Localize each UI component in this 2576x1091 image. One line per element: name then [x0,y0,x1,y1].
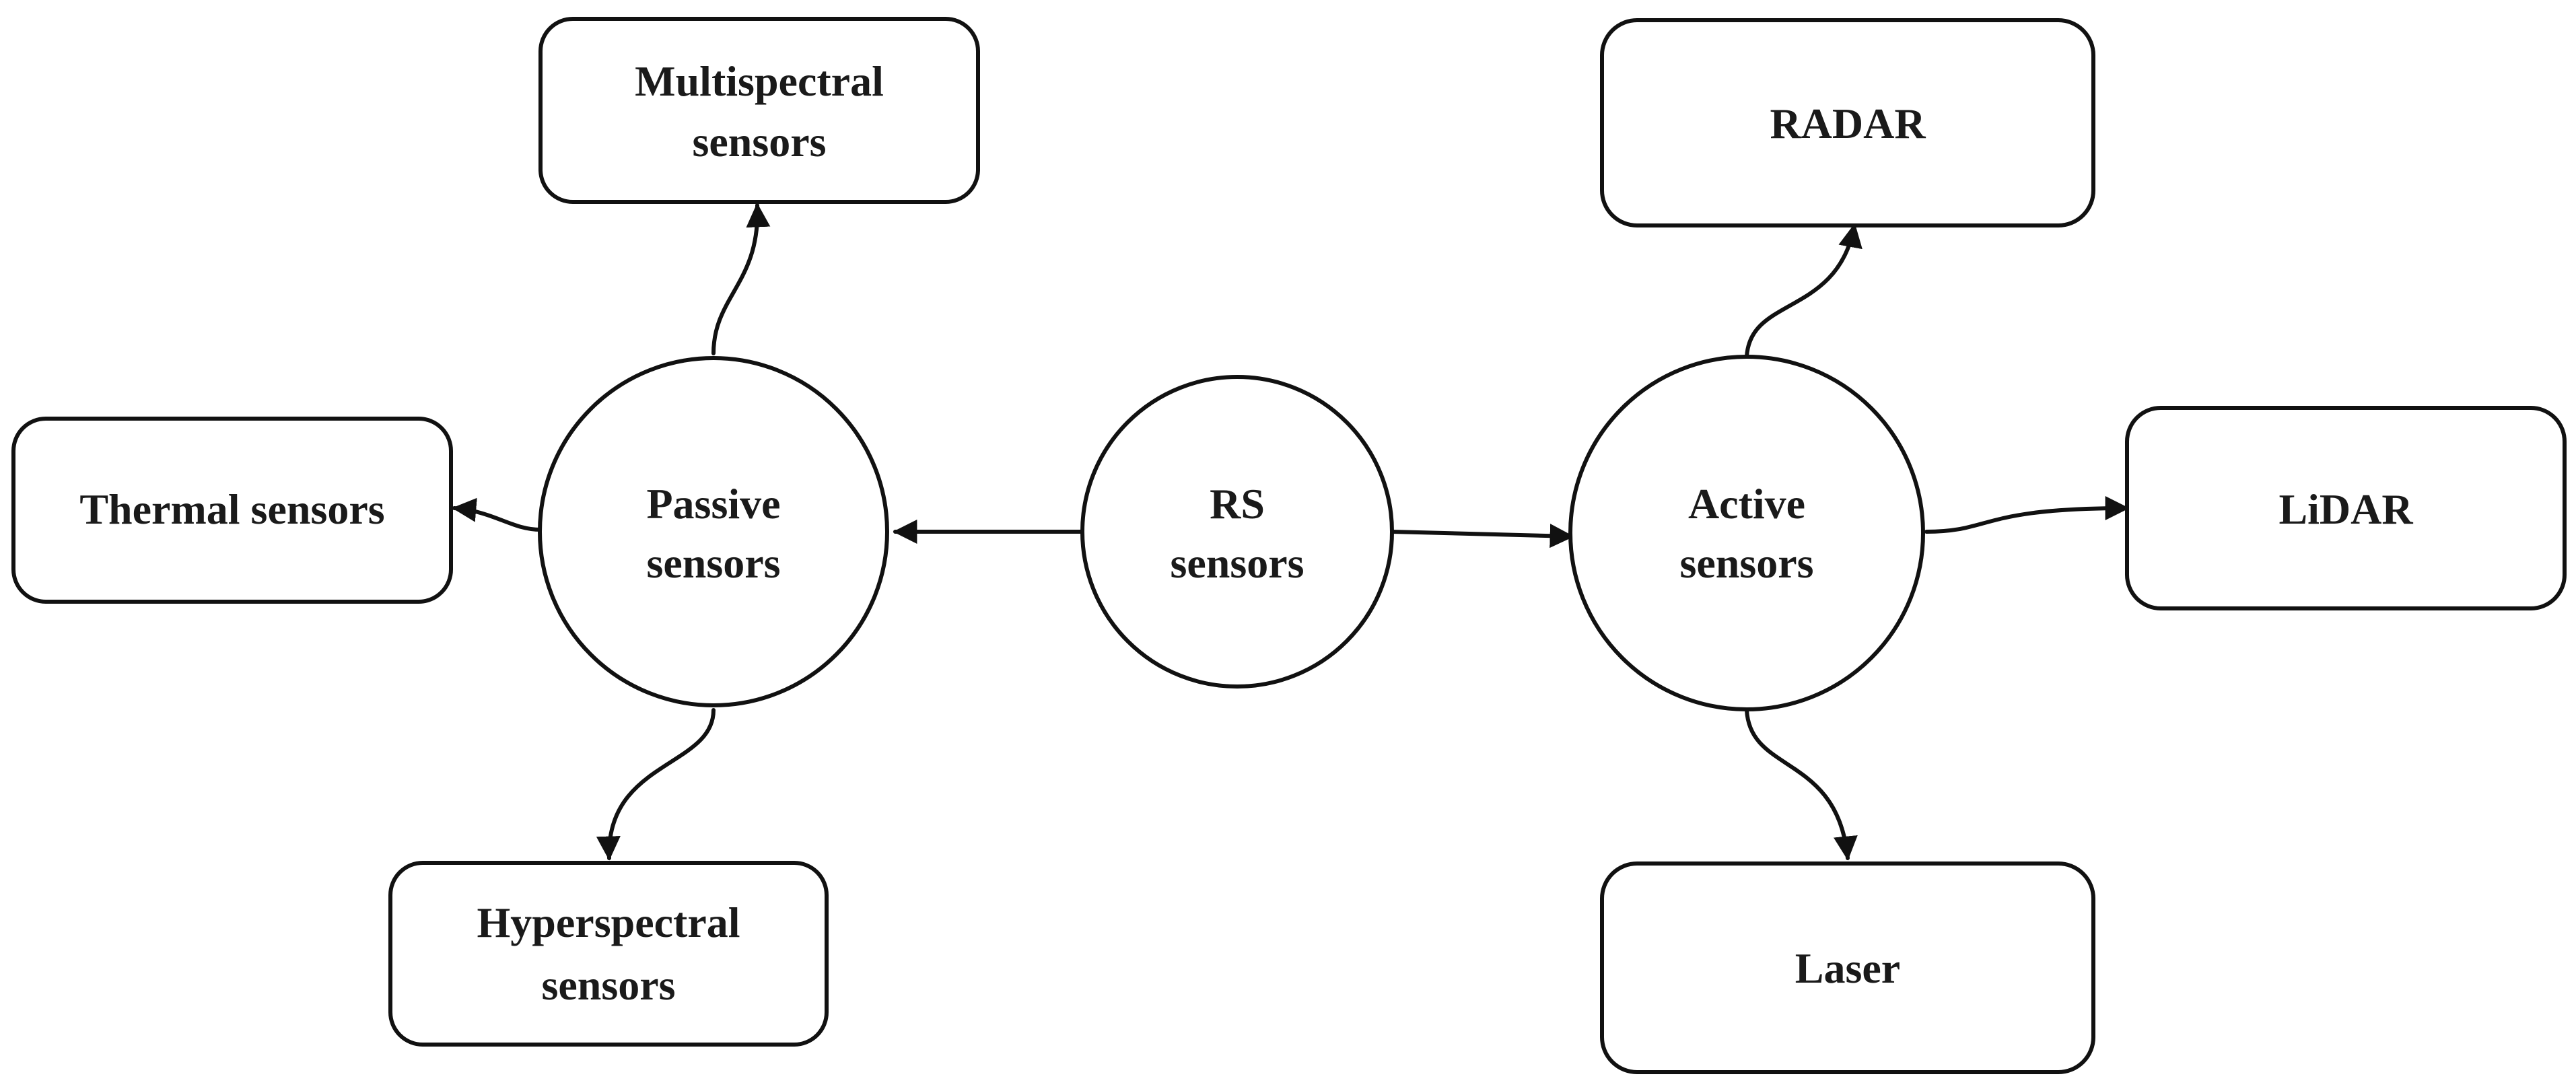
multispectral-line2: sensors [692,118,826,166]
node-active-sensors: Active sensors [1568,355,1925,711]
edge-passive-to-multispectral [711,203,771,355]
node-multispectral-sensors: Multispectral sensors [538,17,980,204]
edge-passive-to-thermal [452,497,543,532]
radar-line1: RADAR [1770,100,1926,147]
lidar-line1: LiDAR [2278,485,2413,533]
edges [452,203,2130,861]
laser-line1: Laser [1795,944,1900,992]
edge-rs-to-active [1390,524,1574,549]
thermal-line1: Thermal sensors [79,485,384,533]
node-radar: RADAR [1600,18,2095,227]
node-hyperspectral-sensors: Hyperspectral sensors [388,861,829,1047]
hyperspectral-line2: sensors [541,961,675,1009]
node-lidar: LiDAR [2125,406,2567,610]
edge-active-to-laser [1745,708,1858,861]
edge-passive-to-hyperspectral [596,708,716,861]
node-laser: Laser [1600,861,2095,1074]
edge-active-to-lidar [1924,496,2130,534]
multispectral-line1: Multispectral [635,57,884,105]
passive-sensors-line1: Passive [646,480,780,528]
active-sensors-line2: sensors [1679,539,1813,587]
edge-active-to-radar [1745,223,1863,359]
rs-sensors-line2: sensors [1170,539,1304,587]
passive-sensors-line2: sensors [646,539,780,587]
rs-sensors-line1: RS [1210,480,1265,528]
hyperspectral-line1: Hyperspectral [477,899,740,946]
node-thermal-sensors: Thermal sensors [11,417,453,604]
active-sensors-line1: Active [1688,480,1805,528]
node-passive-sensors: Passive sensors [538,356,889,707]
node-rs-sensors: RS sensors [1080,375,1394,689]
